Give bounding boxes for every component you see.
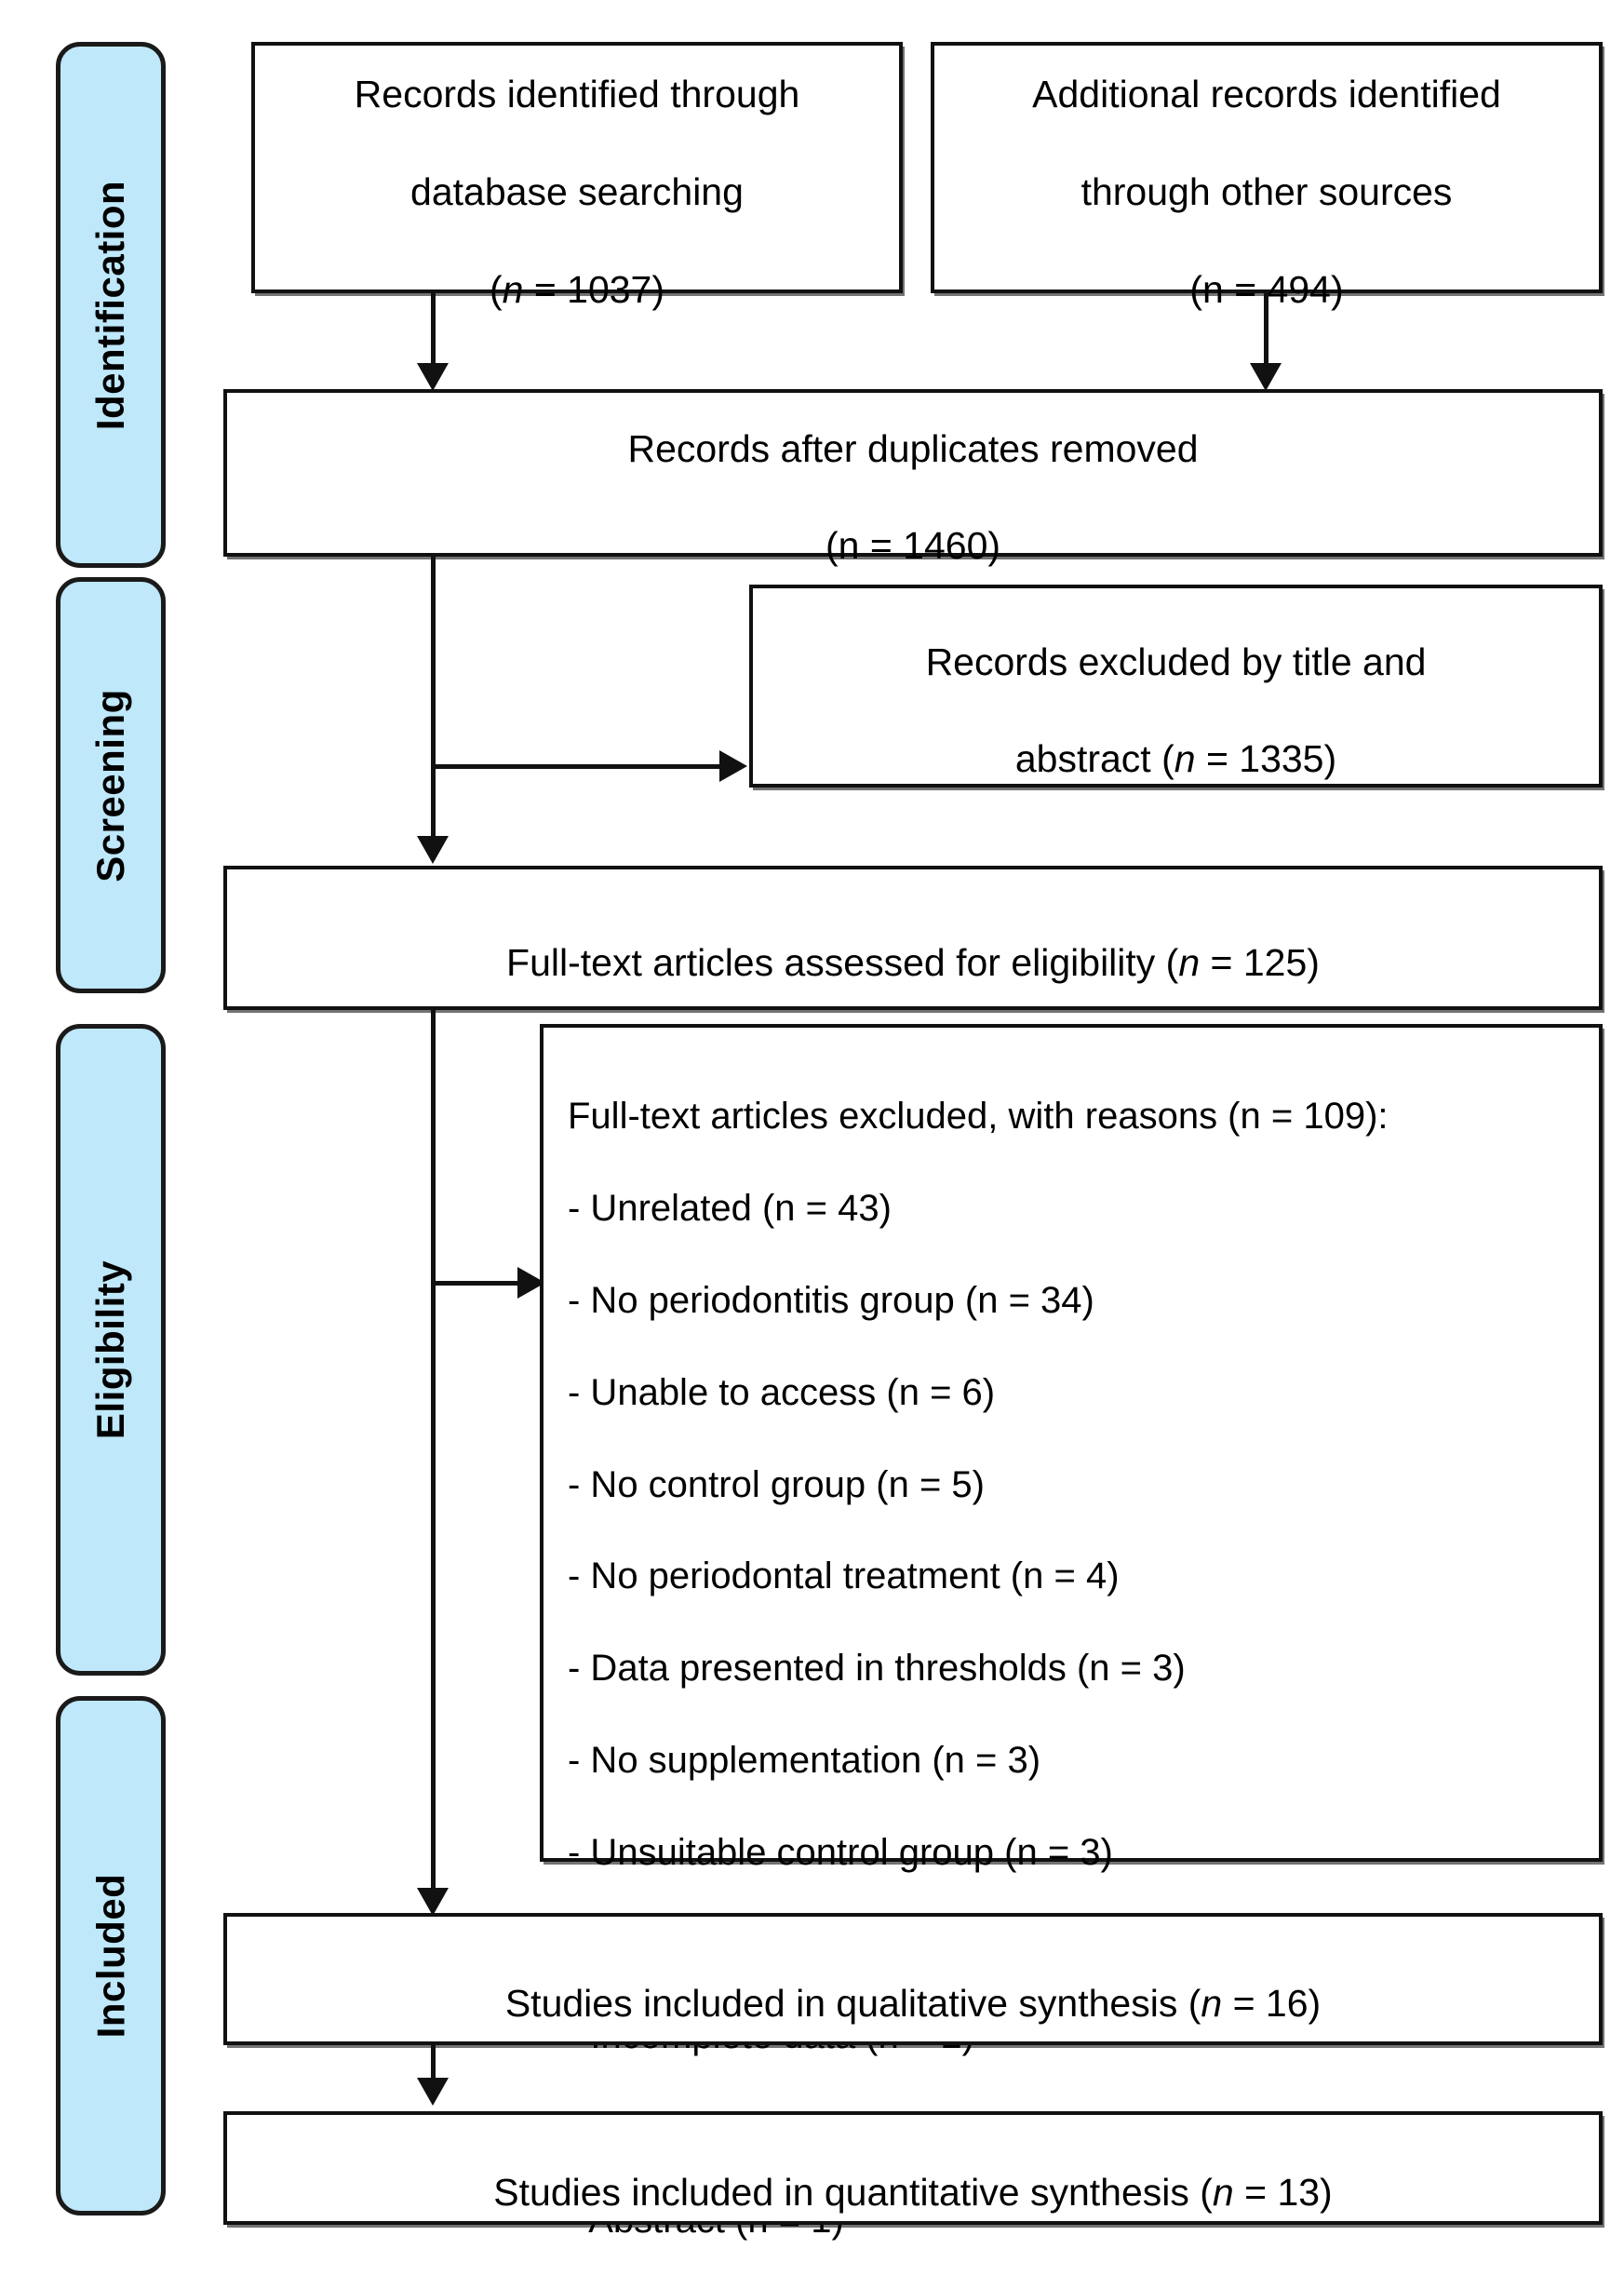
stage-label-identification: Identification — [88, 180, 132, 430]
box-qualitative-synthesis: Studies included in qualitative synthesi… — [223, 1913, 1603, 2045]
exclusion-reason-item: - Unrelated (n = 43) — [568, 1188, 892, 1230]
count-value: = 494) — [1223, 267, 1344, 311]
stage-label-eligibility: Eligibility — [88, 1259, 132, 1440]
label-abstract: abstract ( — [1014, 737, 1174, 781]
arrowhead-database-to-duplicates — [417, 363, 449, 391]
exclusion-heading: Full-text articles excluded, with reason… — [568, 1096, 1389, 1138]
connector-qualitative-to-quantitative — [431, 2045, 436, 2082]
arrowhead-duplicates-to-excluded — [719, 750, 747, 782]
n-symbol: n — [1212, 2171, 1234, 2214]
label-fulltext-assessed: Full-text articles assessed for eligibil… — [506, 940, 1179, 984]
box-quantitative-synthesis: Studies included in quantitative synthes… — [223, 2111, 1603, 2225]
box-fulltext-assessed-eligibility-text: Full-text articles assessed for eligibil… — [490, 889, 1336, 987]
exclusion-reason-item: - No supplementation (n = 3) — [568, 1739, 1041, 1781]
box-records-excluded-title-abstract: Records excluded by title and abstract (… — [749, 585, 1603, 788]
arrowhead-qualitative-to-quantitative — [417, 2078, 449, 2106]
box-fulltext-excluded-with-reasons: Full-text articles excluded, with reason… — [540, 1024, 1603, 2241]
connector-database-to-duplicates — [431, 293, 436, 370]
n-symbol: n — [1201, 1982, 1223, 2025]
box-additional-records-other-sources-text: Additional records identified through ot… — [1032, 73, 1501, 311]
count-value: = 1335) — [1195, 737, 1337, 781]
exclusion-reason-item: - Unsuitable control group (n = 3) — [568, 1831, 1113, 1873]
box-quantitative-synthesis-text: Studies included in quantitative synthes… — [476, 2120, 1349, 2217]
label-quantitative: Studies included in quantitative synthes… — [493, 2171, 1213, 2214]
connector-fulltext-spine — [431, 1010, 436, 1899]
n-symbol: n — [502, 267, 524, 311]
box-fulltext-assessed-eligibility: Full-text articles assessed for eligibil… — [223, 866, 1603, 1010]
box-qualitative-synthesis-text: Studies included in qualitative synthesi… — [489, 1931, 1337, 2028]
box-records-identified-database: Records identified through database sear… — [251, 42, 903, 311]
n-symbol: n — [1178, 940, 1201, 984]
exclusion-reason-item: - No periodontal treatment (n = 4) — [568, 1555, 1120, 1597]
exclusion-reason-item: - No control group (n = 5) — [568, 1463, 985, 1505]
n-symbol: n — [838, 524, 860, 568]
count-value: = 1460) — [859, 524, 1001, 568]
count-value: = 13) — [1233, 2171, 1333, 2214]
connector-fulltext-to-excluded-reasons — [431, 1281, 533, 1286]
connector-other-to-duplicates — [1264, 293, 1268, 370]
stage-pill-included: Included — [56, 1696, 166, 2215]
arrowhead-duplicates-to-fulltext — [417, 836, 449, 864]
box-records-excluded-title-abstract-text: Records excluded by title and abstract (… — [925, 640, 1427, 781]
box-records-after-duplicates-removed: Records after duplicates removed (n = 14… — [223, 389, 1603, 567]
paren-open: ( — [825, 524, 839, 568]
box-additional-records-other-sources: Additional records identified through ot… — [931, 42, 1603, 311]
stage-label-screening: Screening — [88, 688, 133, 882]
stage-pill-identification: Identification — [56, 42, 166, 568]
exclusion-reason-item: - No periodontitis group (n = 34) — [568, 1279, 1094, 1321]
stage-pill-eligibility: Eligibility — [56, 1024, 166, 1676]
stage-label-included: Included — [88, 1873, 132, 2039]
box-records-identified-database-text: Records identified through database sear… — [354, 73, 800, 311]
count-value: = 16) — [1222, 1982, 1322, 2025]
count-value: = 125) — [1200, 940, 1320, 984]
stage-pill-screening: Screening — [56, 577, 166, 993]
count-value: = 1037) — [523, 267, 665, 311]
connector-duplicates-to-excluded — [431, 764, 721, 769]
exclusion-reason-item: - Unable to access (n = 6) — [568, 1371, 996, 1413]
connector-duplicates-spine — [431, 557, 436, 836]
paren-open: ( — [1189, 267, 1203, 311]
n-symbol: n — [1202, 267, 1224, 311]
label-qualitative: Studies included in qualitative synthesi… — [504, 1982, 1201, 2025]
box-fulltext-excluded-with-reasons-text: Full-text articles excluded, with reason… — [544, 1028, 1402, 2276]
exclusion-reason-item: - Data presented in thresholds (n = 3) — [568, 1648, 1186, 1690]
paren-open: ( — [489, 267, 503, 311]
box-records-after-duplicates-removed-text: Records after duplicates removed (n = 14… — [627, 426, 1199, 568]
n-symbol: n — [1174, 737, 1196, 781]
arrowhead-other-to-duplicates — [1250, 363, 1282, 391]
arrowhead-fulltext-to-qualitative — [417, 1888, 449, 1916]
